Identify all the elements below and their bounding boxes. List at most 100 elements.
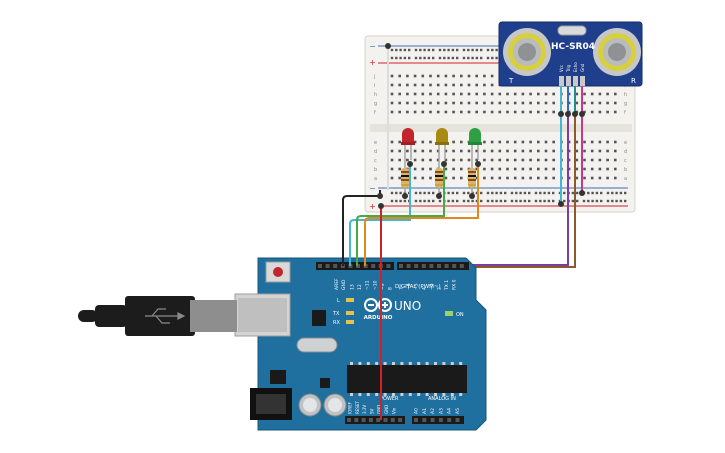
breadboard-hole [436, 101, 440, 105]
breadboard-hole [567, 140, 571, 144]
breadboard-hole [521, 167, 525, 171]
breadboard-hole [506, 101, 509, 105]
rail-hole [480, 48, 483, 52]
breadboard-hole [444, 74, 448, 78]
rail-hole [519, 199, 522, 203]
led-red [401, 128, 415, 164]
breadboard-hole [390, 101, 394, 105]
row-letter: g [374, 101, 377, 107]
breadboard-hole [444, 83, 448, 87]
row-letter: h [624, 92, 627, 98]
breadboard-hole [544, 140, 548, 144]
rail-hole [606, 191, 610, 195]
breadboard-hole [498, 149, 502, 153]
row-letter: b [624, 167, 627, 173]
digital-pin-label: TX 1 [444, 280, 450, 291]
rail-hole [486, 56, 490, 60]
breadboard-hole [575, 101, 579, 105]
breadboard-hole [544, 149, 548, 153]
breadboard-hole [498, 140, 502, 144]
breadboard-hole [483, 83, 486, 87]
breadboard-hole [390, 176, 394, 180]
chip-pin [350, 362, 353, 365]
breadboard-hole [460, 149, 463, 153]
rail-hole [547, 191, 551, 195]
rail-hole [519, 191, 522, 195]
rail-hole [390, 191, 394, 195]
row-letter: f [624, 110, 626, 116]
rail-hole [447, 191, 450, 195]
breadboard-hole [529, 140, 532, 144]
rail-hole [563, 191, 566, 195]
rail-hole [552, 199, 555, 203]
chip-pin [358, 393, 362, 396]
rail-hole [432, 48, 435, 52]
breadboard-hole [506, 92, 509, 96]
rail-hole [499, 199, 503, 203]
digital-pin-label: 8 [388, 287, 394, 290]
breadboard-hole [614, 176, 617, 180]
rail-hole [615, 199, 618, 203]
breadboard-hole [529, 176, 532, 180]
digital-pin-label: ~9 [380, 283, 386, 290]
rail-hole [395, 199, 398, 203]
breadboard-hole [583, 110, 586, 114]
chip-pin [400, 362, 404, 365]
breadboard-hole [590, 101, 594, 105]
breadboard-hole [506, 140, 509, 144]
wire-end [579, 190, 585, 196]
analog-header-label: ANALOG IN [428, 396, 456, 402]
breadboard-hole [452, 74, 455, 78]
rail-hole [591, 199, 594, 203]
breadboard-hole [506, 110, 509, 114]
rail-hole [399, 48, 402, 52]
breadboard-hole [436, 149, 440, 153]
breadboard-hole [606, 167, 609, 171]
digital-pin-label: 13 [350, 284, 356, 290]
breadboard-hole [452, 149, 455, 153]
row-letter: e [624, 140, 627, 146]
breadboard-hole [498, 176, 502, 180]
rail-hole [471, 199, 474, 203]
rail-hole [414, 191, 418, 195]
breadboard-hole [452, 92, 455, 96]
breadboard-hole [390, 92, 394, 96]
sensor-pin [566, 76, 571, 86]
row-letter: b [374, 167, 377, 173]
breadboard-hole [429, 140, 432, 144]
breadboard-hole [614, 158, 617, 162]
rail-hole [423, 191, 426, 195]
rail-hole [475, 48, 479, 52]
header-hole [455, 418, 460, 422]
breadboard-hole [575, 176, 579, 180]
breadboard-hole [421, 140, 425, 144]
sensor-wires [470, 86, 583, 268]
breadboard-hole [567, 167, 571, 171]
rail-hole [438, 199, 442, 203]
breadboard-hole [413, 167, 417, 171]
breadboard-hole [406, 149, 409, 153]
breadboard-hole [583, 140, 586, 144]
breadboard-hole [552, 110, 555, 114]
row-letter: d [374, 149, 377, 155]
rail-hole [534, 199, 538, 203]
breadboard-hole [513, 149, 517, 153]
breadboard-hole [398, 74, 401, 78]
breadboard-hole [436, 110, 440, 114]
breadboard-hole [606, 110, 609, 114]
breadboard-hole [429, 167, 432, 171]
rail-hole [438, 48, 442, 52]
sensor-pin [559, 76, 564, 86]
rail-hole [432, 199, 435, 203]
breadboard-hole [490, 167, 494, 171]
rail-hole [427, 48, 431, 52]
breadboard-hole [452, 83, 455, 87]
breadboard-hole [537, 176, 540, 180]
digital-pin-label: 7 [399, 287, 405, 290]
header-hole [390, 418, 395, 422]
breadboard-hole [475, 149, 478, 153]
rail-hole [587, 191, 590, 195]
breadboard-hole [460, 110, 463, 114]
arduino-infinity-logo-icon [364, 298, 392, 312]
